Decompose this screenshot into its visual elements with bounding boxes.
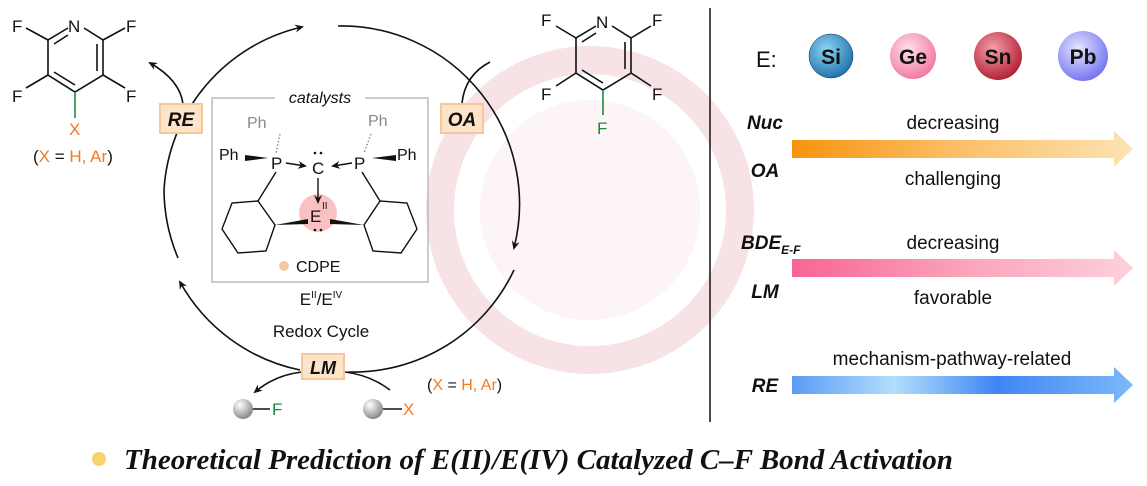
svg-text:F: F <box>652 11 662 30</box>
svg-text:challenging: challenging <box>905 169 1001 190</box>
pink-trend-arrow <box>792 250 1133 286</box>
trend-row-bde-lm: BDEE-F LM decreasing favorable <box>741 233 1133 309</box>
svg-text:decreasing: decreasing <box>907 233 1000 254</box>
svg-text:LM: LM <box>751 282 780 303</box>
cycle-arrow-bottom-left <box>179 280 301 371</box>
svg-text:Nuc: Nuc <box>747 113 783 134</box>
step-re: RE <box>159 103 203 134</box>
ball-x: X <box>363 399 414 419</box>
orange-trend-arrow <box>792 131 1133 167</box>
svg-text:C: C <box>312 159 324 178</box>
ball-f: F <box>233 399 282 419</box>
svg-text:Ge: Ge <box>899 46 927 69</box>
svg-text:Ph: Ph <box>247 115 267 132</box>
svg-text:F: F <box>12 17 22 36</box>
svg-text:N: N <box>68 17 80 36</box>
svg-text:F: F <box>541 11 551 30</box>
product-pyridine: N F F F F X (X = H, Ar) <box>12 17 136 166</box>
substrate-pyridine: N F F F F F (X = H, Ar) <box>427 11 662 394</box>
product-x-note: (X = H, Ar) <box>33 147 113 166</box>
figure-title: Theoretical Prediction of E(II)/E(IV) Ca… <box>124 444 953 476</box>
step-oa-label: OA <box>448 110 477 131</box>
blue-trend-arrow <box>792 367 1133 403</box>
trend-row-nuc-oa: Nuc OA decreasing challenging <box>747 113 1133 190</box>
svg-text:F: F <box>652 85 662 104</box>
e-label: E: <box>756 47 777 72</box>
bde-label: BDEE-F <box>741 233 801 257</box>
svg-text:II: II <box>322 201 328 212</box>
cycle-arrow-right <box>337 25 521 250</box>
svg-text:Pb: Pb <box>1070 46 1097 69</box>
svg-text:F: F <box>597 119 607 138</box>
bullet-icon <box>92 452 106 466</box>
trends-panel: E: Si Ge Sn Pb Nuc OA decreasing challen… <box>741 31 1133 403</box>
redox-label-line2: Redox Cycle <box>273 322 369 341</box>
oa-entry-curve <box>461 61 491 104</box>
svg-text:E: E <box>310 207 321 226</box>
svg-text:OA: OA <box>751 161 780 182</box>
svg-text:F: F <box>12 87 22 106</box>
step-oa: OA <box>440 103 484 134</box>
svg-text:N: N <box>596 13 608 32</box>
svg-text:RE: RE <box>752 376 780 397</box>
element-si: Si <box>808 33 854 79</box>
step-re-label: RE <box>168 110 196 131</box>
svg-text:mechanism-pathway-related: mechanism-pathway-related <box>833 349 1072 370</box>
svg-text:F: F <box>126 87 136 106</box>
element-center-highlight <box>299 194 337 232</box>
element-pb: Pb <box>1058 31 1108 81</box>
svg-text:Ph: Ph <box>219 147 239 164</box>
svg-text:favorable: favorable <box>914 288 992 309</box>
lm-exit-arrow <box>253 371 303 394</box>
catalyst-box: catalysts Ph Ph Ph Ph P P C E II <box>211 88 429 283</box>
svg-text:Sn: Sn <box>985 46 1012 69</box>
svg-text:Si: Si <box>821 46 841 69</box>
element-sn: Sn <box>974 32 1022 80</box>
cycle-arc-bottom-right <box>347 269 515 373</box>
step-lm-label: LM <box>310 358 337 378</box>
svg-text:Ph: Ph <box>368 113 388 130</box>
svg-text:X: X <box>69 120 80 139</box>
step-lm: LM <box>301 353 345 380</box>
catalyst-heading: catalysts <box>289 90 351 107</box>
svg-text:F: F <box>126 17 136 36</box>
cdpe-structure: Ph Ph Ph Ph P P C E II <box>219 113 418 276</box>
element-ge: Ge <box>890 33 936 79</box>
svg-text:decreasing: decreasing <box>907 113 1000 134</box>
cdpe-legend: CDPE <box>296 259 340 276</box>
substrate-x-note: (X = H, Ar) <box>427 377 502 394</box>
lm-entry-curve <box>344 371 391 391</box>
svg-text:P: P <box>354 154 365 173</box>
watermark-seal <box>426 46 754 374</box>
svg-text:P: P <box>271 154 282 173</box>
svg-text:Ph: Ph <box>397 147 417 164</box>
svg-text:X: X <box>403 400 414 419</box>
redox-label-line1: EII/EIV <box>300 290 343 309</box>
cycle-arrow-top-left <box>163 24 304 259</box>
svg-text:F: F <box>272 400 282 419</box>
re-exit-arrow <box>148 62 184 105</box>
trend-row-re: RE mechanism-pathway-related <box>752 349 1133 403</box>
svg-text:F: F <box>541 85 551 104</box>
